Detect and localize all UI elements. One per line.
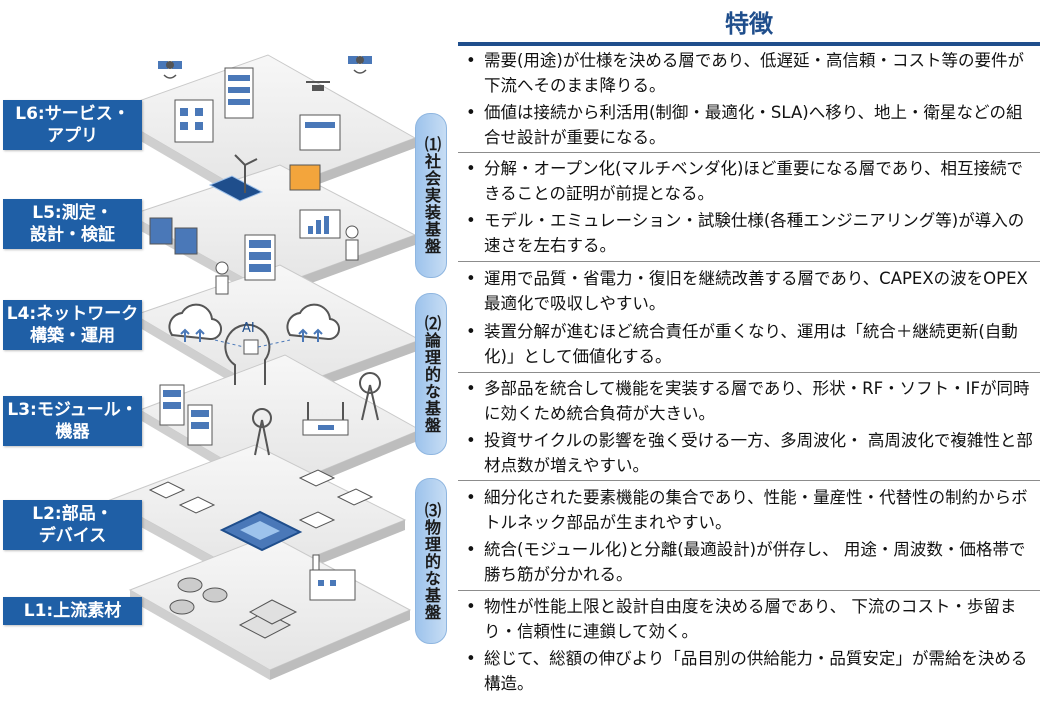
feature-bullet: 需要(用途)が仕様を決める層であり、低遅延・高信頼・コスト等の要件が下流へそのま…: [462, 48, 1038, 98]
coil-material-icon: [169, 577, 228, 615]
feature-bullet: 装置分解が進むほど統合責任が重くなり、運用は「統合＋継続更新(自動化)」として価…: [462, 319, 1038, 369]
group-label-social-platform: ⑴社会実装基盤: [415, 113, 447, 278]
server-rack-icon: [159, 384, 213, 446]
ingot-icon: [238, 599, 298, 639]
ai-text: AI: [242, 321, 255, 336]
cloud-upload-icon: [168, 303, 340, 342]
ai-head-icon: AI: [214, 321, 291, 385]
drone-icon: [306, 81, 330, 91]
title-underline: [458, 42, 1040, 46]
building-icon: [174, 67, 341, 191]
satellite-icon: [348, 56, 372, 74]
engineer-icon: [215, 225, 359, 295]
layer-label-l6: L6:サービス・ アプリ: [3, 100, 142, 150]
cpu-chip-icon: [219, 510, 303, 552]
feature-bullet: 運用で品質・省電力・復旧を継続改善する層であり、CAPEXの波をOPEX最適化で…: [462, 266, 1038, 316]
layer-label-l4: L4:ネットワーク 構築・運用: [3, 300, 142, 350]
group-label-physical-platform: ⑶物理的な基盤: [415, 478, 447, 644]
factory-icon: [309, 554, 356, 601]
feature-bullet: 物性が性能上限と設計自由度を決める層であり、 下流のコスト・歩留まり・信頼性に連…: [462, 594, 1038, 644]
satellite-icon: [158, 61, 182, 79]
page-title: 特徴: [725, 10, 773, 38]
feature-block-l1: 物性が性能上限と設計自由度を決める層であり、 下流のコスト・歩留まり・信頼性に連…: [458, 594, 1040, 697]
feature-bullet: 分解・オープン化(マルチベンダ化)ほど重要になる層であり、相互接続できることの証…: [462, 156, 1038, 206]
monitor-chart-icon: [299, 209, 341, 239]
layer-label-l1: L1:上流素材: [3, 597, 142, 625]
wind-turbine-icon: [234, 154, 258, 193]
feature-bullet: 総じて、総額の伸びより「品目別の供給能力・品質安定」が需給を決める構造。: [462, 646, 1038, 696]
feature-bullet: 投資サイクルの影響を強く受ける一方、多周波化・ 高周波化で複雑性と部材点数が増え…: [462, 428, 1038, 478]
chip-component-icon: [148, 469, 374, 529]
feature-bullet: モデル・エミュレーション・試験仕様(各種エンジニアリング等)が導入の速さを左右す…: [462, 208, 1038, 258]
feature-bullet: 価値は接続から利活用(制御・最適化・SLA)へ移り、地上・衛星などの組合せ設計が…: [462, 100, 1038, 150]
router-icon: [302, 402, 349, 436]
feature-bullet: 統合(モジュール化)と分離(最適設計)が併存し、 用途・周波数・価格帯で勝ち筋が…: [462, 537, 1038, 587]
layer-stack-illustration: AI: [0, 0, 455, 697]
layer-label-l2: L2:部品・ デバイス: [3, 500, 142, 550]
layer-label-l5: L5:測定・ 設計・検証: [3, 199, 142, 249]
feature-block-l6: 需要(用途)が仕様を決める層であり、低遅延・高信頼・コスト等の要件が下流へそのま…: [458, 48, 1040, 153]
feature-block-l2: 細分化された要素機能の集合であり、性能・量産性・代替性の制約からボトルネック部品…: [458, 485, 1040, 591]
feature-bullet: 細分化された要素機能の集合であり、性能・量産性・代替性の制約からボトルネック部品…: [462, 485, 1038, 535]
feature-block-l5: 分解・オープン化(マルチベンダ化)ほど重要になる層であり、相互接続できることの証…: [458, 156, 1040, 262]
solar-panel-icon: [208, 175, 264, 202]
features-panel: 特徴 需要(用途)が仕様を決める層であり、低遅延・高信頼・コスト等の要件が下流へ…: [458, 0, 1040, 697]
group-label-logical-platform: ⑵論理的な基盤: [415, 293, 447, 455]
layer-platforms: AI: [106, 54, 422, 680]
antenna-tower-icon: [252, 372, 381, 456]
feature-bullet: 多部品を統合して機能を実装する層であり、形状・RF・ソフト・IFが同時に効くため…: [462, 376, 1038, 426]
feature-block-l4: 運用で品質・省電力・復旧を継続改善する層であり、CAPEXの波をOPEX最適化で…: [458, 266, 1040, 373]
feature-block-l3: 多部品を統合して機能を実装する層であり、形状・RF・ソフト・IFが同時に効くため…: [458, 376, 1040, 481]
layer-label-l3: L3:モジュール・ 機器: [3, 396, 142, 446]
server-rack-icon: [149, 217, 276, 281]
